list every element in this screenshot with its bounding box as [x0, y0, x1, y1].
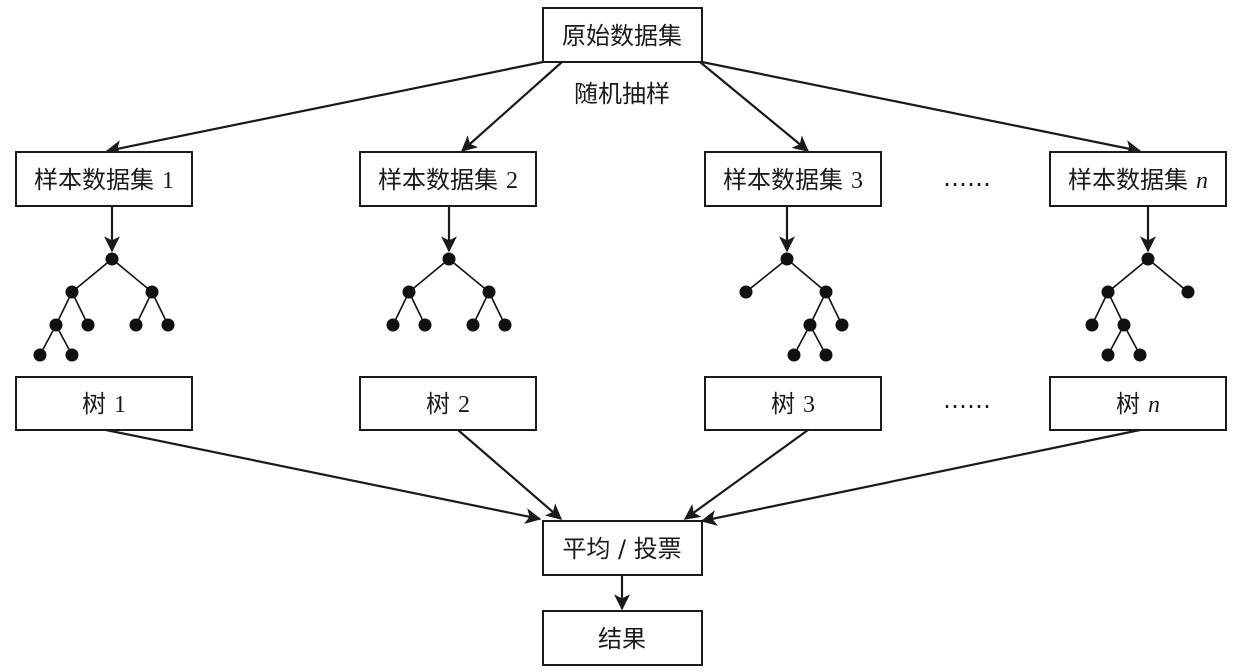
aggregate-label: 平均 / 投票 — [562, 535, 681, 563]
tree-label-1: 树 — [82, 390, 106, 418]
root-node: 原始数据集 — [542, 7, 703, 63]
tree-label-3: 树 — [771, 390, 795, 418]
tree-label-n: 树 — [1116, 390, 1140, 418]
tree-label-2: 树 — [426, 390, 450, 418]
arrow-root-to-sample-2 — [461, 61, 563, 152]
sample-node-3: 样本数据集 3 — [704, 151, 882, 207]
svg-text:树2: 树2 — [426, 390, 470, 418]
svg-text:树n: 树n — [1116, 390, 1160, 418]
sample-node-1: 样本数据集 1 — [15, 151, 193, 207]
arrow-root-to-sample-1 — [105, 60, 544, 156]
sample-index-1: 1 — [162, 168, 174, 194]
sample-label-1: 样本数据集 — [34, 166, 154, 194]
tree-index-2: 2 — [458, 392, 470, 418]
sample-node-n: 样本数据集 n — [1049, 151, 1227, 207]
aggregate-node: 平均 / 投票 — [542, 520, 703, 576]
sampling-label: 随机抽样 — [574, 80, 670, 108]
sample-label-2: 样本数据集 — [378, 166, 498, 194]
result-node: 结果 — [542, 610, 703, 666]
root-label: 原始数据集 — [562, 22, 682, 50]
aggregate-arrows — [105, 428, 1141, 526]
arrow-tree-3-to-aggregate — [683, 429, 809, 520]
svg-text:树1: 树1 — [82, 390, 126, 418]
arrow-root-to-sample-3 — [699, 61, 810, 152]
tree-index-n: n — [1148, 392, 1160, 418]
sample-label-3: 样本数据集 — [723, 166, 843, 194]
sample-node-2: 样本数据集 2 — [359, 151, 537, 207]
sample-index-2: 2 — [506, 168, 518, 194]
arrow-root-to-sample-n — [701, 60, 1142, 156]
tree-ellipsis: …… — [943, 386, 991, 414]
tree-index-3: 3 — [803, 392, 815, 418]
tree-graphic-3 — [739, 252, 849, 362]
tree-graphic-1 — [33, 252, 175, 362]
arrow-tree-n-to-aggregate — [700, 428, 1141, 526]
arrow-tree-1-to-aggregate — [105, 428, 542, 524]
tree-graphic-2 — [386, 252, 512, 332]
sample-index-3: 3 — [851, 168, 863, 194]
sampling-arrows — [105, 60, 1142, 156]
tree-index-1: 1 — [114, 392, 126, 418]
sample-ellipsis: …… — [943, 164, 991, 192]
arrow-tree-2-to-aggregate — [457, 429, 563, 520]
tree-graphic-n — [1085, 252, 1195, 362]
result-label: 结果 — [598, 625, 646, 653]
sample-to-tree-arrows — [104, 206, 1156, 253]
sample-index-n: n — [1196, 168, 1208, 194]
svg-text:树3: 树3 — [771, 390, 815, 418]
sample-label-n: 样本数据集 — [1068, 166, 1188, 194]
